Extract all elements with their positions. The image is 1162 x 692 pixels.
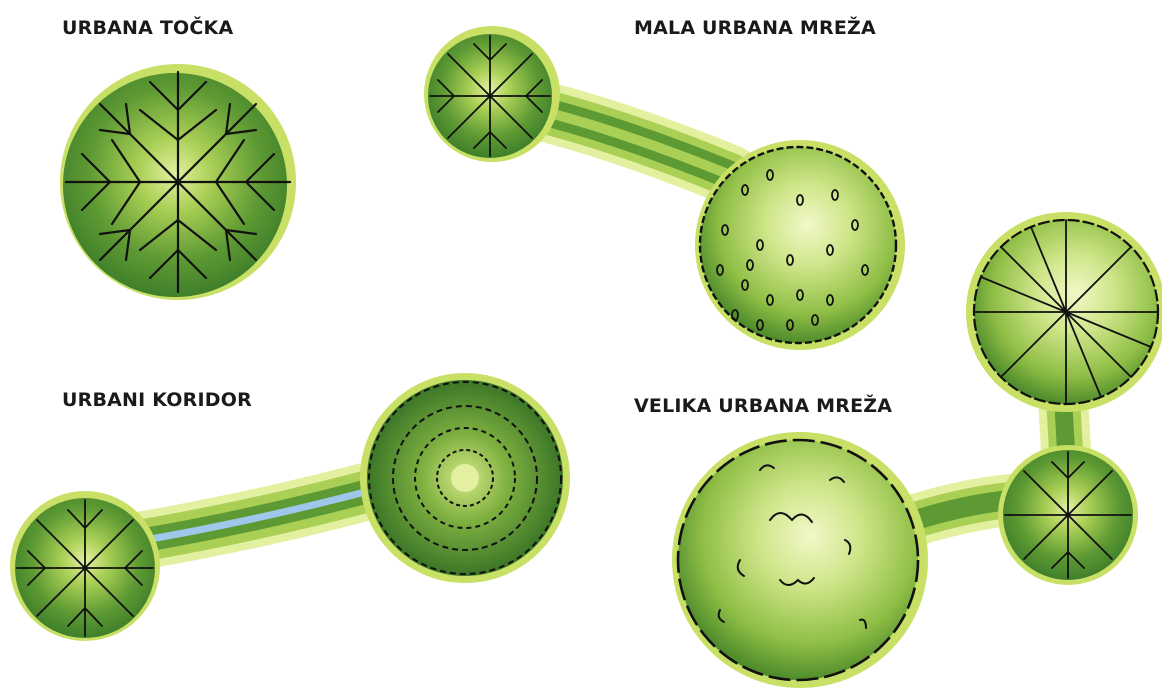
tree-large-velika-cloud	[672, 432, 928, 688]
tree-small-koridor	[10, 491, 160, 641]
tree-small-velika	[998, 445, 1138, 585]
tree-large-mala-dotted	[695, 140, 905, 350]
tree-spiky-koridor	[360, 373, 570, 583]
tree-small-mala	[424, 26, 560, 162]
tree-urbana-tocka	[60, 64, 296, 300]
tree-wheel-velika	[966, 212, 1162, 412]
corridor-mala-urbana-mreza	[530, 108, 730, 175]
corridor-urbani-koridor	[145, 488, 380, 540]
